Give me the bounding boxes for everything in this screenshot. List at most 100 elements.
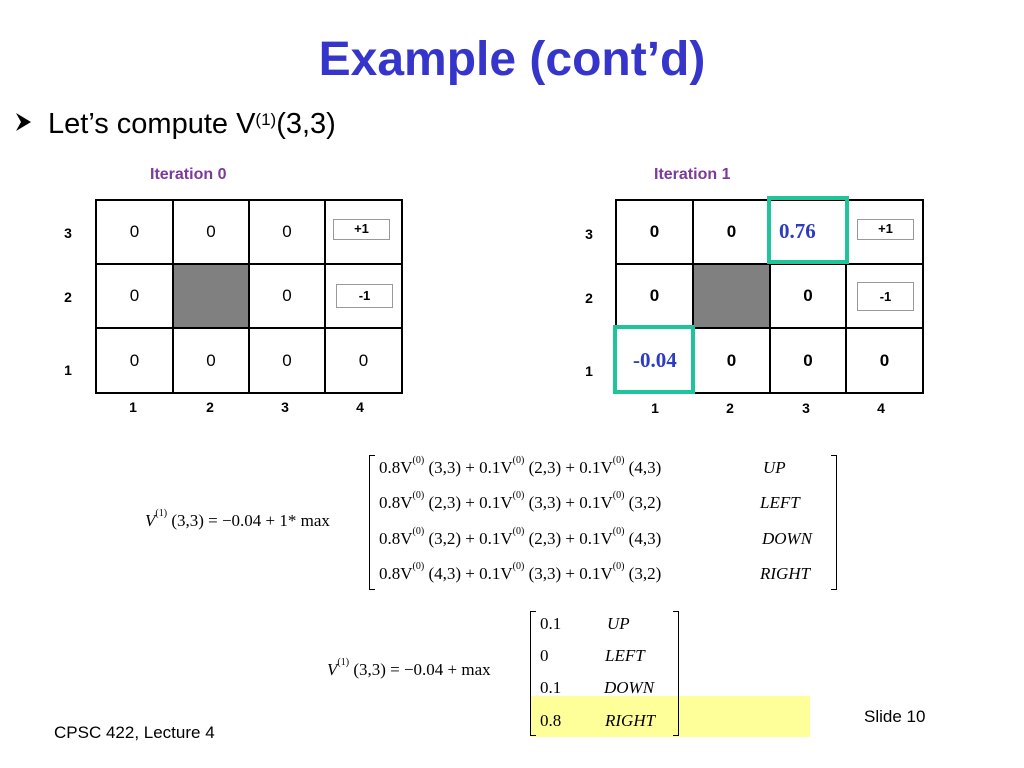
eq1-row-up: 0.8V(0) (3,3) + 0.1V(0) (2,3) + 0.1V(0) … <box>379 455 662 478</box>
col-label-2: 2 <box>726 400 734 416</box>
highlight-box-1-1 <box>613 325 695 394</box>
bullet-superscript: (1) <box>255 110 277 129</box>
eq1-term: (2,3) + 0.1V <box>528 529 613 548</box>
grid-cell: 0 <box>95 199 174 265</box>
eq2-value-up: 0.1 <box>540 614 562 633</box>
iteration-0-label: Iteration 0 <box>150 166 227 183</box>
eq2-lhs-rest: (3,3) = −0.04 + max <box>353 660 491 679</box>
grid-cell: 0 <box>95 263 174 329</box>
eq1-term: (3,2) <box>628 564 662 583</box>
eq1-sup: (0) <box>412 526 425 537</box>
col-label-1: 1 <box>651 400 659 416</box>
reward-plus-one: +1 <box>857 219 914 240</box>
equation-2-lhs: V(1) (3,3) = −0.04 + max <box>327 657 491 680</box>
footer-slide-number: Slide 10 <box>864 707 926 726</box>
eq2-right-bracket <box>673 611 679 736</box>
eq1-action-left: LEFT <box>760 493 800 512</box>
highlight-box-3-3 <box>767 196 849 264</box>
eq1-term: 0.8V <box>379 458 413 477</box>
value-3-3: 0.76 <box>779 219 816 243</box>
eq1-right-bracket <box>831 455 837 590</box>
col-label-1: 1 <box>129 399 137 415</box>
grid-cell: 0 <box>845 327 924 394</box>
eq1-term: 0.8V <box>379 564 413 583</box>
footer-course: CPSC 422, Lecture 4 <box>54 723 215 742</box>
eq2-action-down: DOWN <box>604 678 655 697</box>
eq1-term: (4,3) <box>628 529 662 548</box>
eq2-action-left: LEFT <box>605 646 645 665</box>
eq2-value-right: 0.8 <box>540 711 562 730</box>
row-label-1: 1 <box>585 363 593 379</box>
eq1-term: (3,3) + 0.1V <box>528 564 613 583</box>
slide-title: Example (cont’d) <box>318 33 706 86</box>
eq1-term: (3,3) + 0.1V <box>528 493 613 512</box>
col-label-3: 3 <box>281 399 289 415</box>
eq1-sup: (0) <box>412 561 425 572</box>
row-label-3: 3 <box>64 225 72 241</box>
eq1-action-down: DOWN <box>762 529 813 548</box>
eq1-row-right: 0.8V(0) (4,3) + 0.1V(0) (3,3) + 0.1V(0) … <box>379 561 662 584</box>
grid-cell: 0 <box>615 263 694 329</box>
bullet-line: Let’s compute V(1)(3,3) <box>14 104 336 144</box>
reward-minus-one: -1 <box>336 284 393 308</box>
eq1-row-down: 0.8V(0) (3,2) + 0.1V(0) (2,3) + 0.1V(0) … <box>379 526 662 549</box>
grid-cell: 0 <box>248 327 326 394</box>
grid-wall-cell <box>692 263 771 329</box>
eq1-lhs-sup: (1) <box>155 508 168 519</box>
grid-cell: 0 <box>769 263 847 329</box>
col-label-4: 4 <box>356 399 364 415</box>
eq2-lhs-sup: (1) <box>337 657 350 668</box>
eq1-action-up: UP <box>763 458 786 477</box>
eq1-term: (2,3) + 0.1V <box>428 493 513 512</box>
eq2-lhs-v: V <box>327 660 338 679</box>
eq1-sup: (0) <box>612 490 625 501</box>
eq1-term: (3,2) <box>628 493 662 512</box>
grid-cell: 0 <box>692 327 771 394</box>
eq1-term: 0.8V <box>379 529 413 548</box>
eq1-sup: (0) <box>512 526 525 537</box>
iteration-1-label: Iteration 1 <box>654 166 731 183</box>
eq1-sup: (0) <box>512 455 525 466</box>
eq1-lhs-rest: (3,3) = −0.04 + 1* max <box>171 511 330 530</box>
row-label-2: 2 <box>64 289 72 305</box>
equation-1-lhs: V(1) (3,3) = −0.04 + 1* max <box>145 508 330 531</box>
eq2-action-up: UP <box>607 614 630 633</box>
eq2-value-down: 0.1 <box>540 678 562 697</box>
best-action-highlight <box>530 696 810 737</box>
eq1-term: (4,3) + 0.1V <box>428 564 513 583</box>
grid-cell: 0 <box>324 327 403 394</box>
reward-plus-one: +1 <box>333 219 390 240</box>
grid-cell: 0 <box>172 327 250 394</box>
bullet-suffix: (3,3) <box>276 108 336 140</box>
grid-cell: 0 <box>692 199 771 265</box>
value-1-1: -0.04 <box>633 348 677 372</box>
eq1-sup: (0) <box>412 490 425 501</box>
grid-cell: 0 <box>248 199 326 265</box>
row-label-3: 3 <box>585 226 593 242</box>
arrow-bullet-icon <box>14 104 48 144</box>
eq1-sup: (0) <box>512 490 525 501</box>
grid-cell: 0 <box>615 199 694 265</box>
grid-wall-cell <box>172 263 250 329</box>
row-label-2: 2 <box>585 290 593 306</box>
eq1-term: (3,2) + 0.1V <box>428 529 513 548</box>
eq1-sup: (0) <box>512 561 525 572</box>
eq2-action-right: RIGHT <box>605 711 656 730</box>
eq1-term: (4,3) <box>628 458 662 477</box>
eq1-action-right: RIGHT <box>760 564 811 583</box>
eq1-sup: (0) <box>612 455 625 466</box>
eq1-sup: (0) <box>612 526 625 537</box>
eq2-left-bracket <box>530 611 536 736</box>
bullet-prefix: Let’s compute V <box>48 108 256 140</box>
eq1-term: 0.8V <box>379 493 413 512</box>
eq1-sup: (0) <box>412 455 425 466</box>
eq1-lhs-v: V <box>145 511 156 530</box>
eq1-left-bracket <box>369 455 375 590</box>
grid-cell: 0 <box>172 199 250 265</box>
eq1-row-left: 0.8V(0) (2,3) + 0.1V(0) (3,3) + 0.1V(0) … <box>379 490 662 513</box>
grid-cell: 0 <box>769 327 847 394</box>
col-label-3: 3 <box>802 400 810 416</box>
eq1-term: (3,3) + 0.1V <box>428 458 513 477</box>
grid-cell: 0 <box>95 327 174 394</box>
reward-minus-one: -1 <box>857 282 914 311</box>
